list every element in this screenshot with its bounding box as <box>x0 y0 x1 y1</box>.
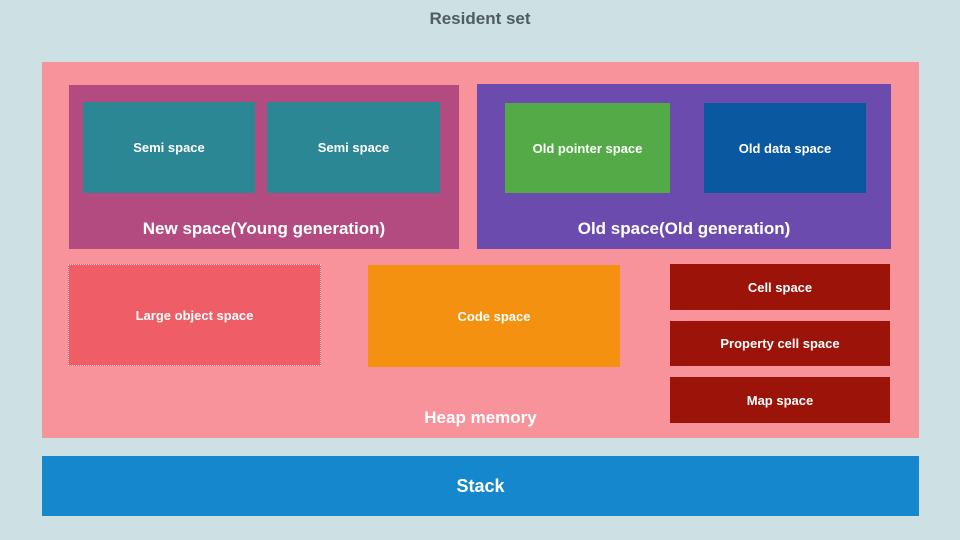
old-space-region: Old pointer space Old data space Old spa… <box>477 84 891 249</box>
old-data-space-box: Old data space <box>704 103 866 193</box>
stack-label: Stack <box>456 475 505 496</box>
old-space-label: Old space(Old generation) <box>577 219 791 238</box>
old-pointer-space-box: Old pointer space <box>505 103 670 193</box>
semi-space-box-2: Semi space <box>267 102 440 193</box>
heap-memory-region: Semi space Semi space New space(Young ge… <box>42 62 919 438</box>
new-space-label: New space(Young generation) <box>142 219 386 238</box>
property-cell-space-box: Property cell space <box>670 321 890 366</box>
heap-memory-label: Heap memory <box>424 408 537 427</box>
semi-space-box-1: Semi space <box>83 102 255 193</box>
map-space-box: Map space <box>670 377 890 423</box>
new-space-region: Semi space Semi space New space(Young ge… <box>69 85 459 249</box>
resident-set-title: Resident set <box>429 9 531 28</box>
cell-space-box: Cell space <box>670 264 890 310</box>
code-space-box: Code space <box>368 265 620 367</box>
stack-region: Stack <box>42 456 919 516</box>
large-object-space-box: Large object space <box>68 264 321 366</box>
